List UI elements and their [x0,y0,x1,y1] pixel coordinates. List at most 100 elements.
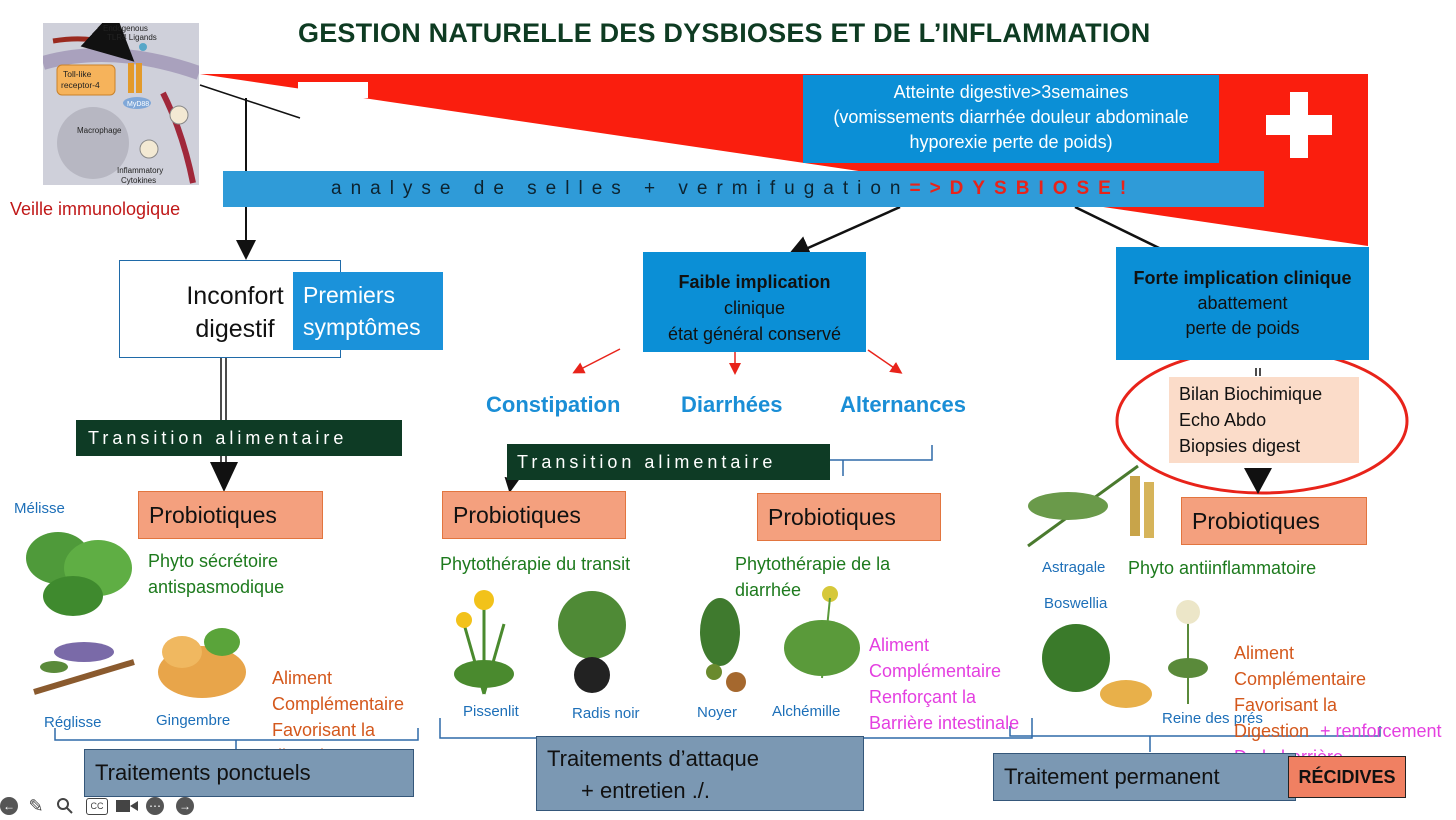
reglisse-icon [33,642,135,695]
aliment-col3-line-2: Complémentaire [1234,669,1367,689]
astragale-icon [1027,464,1154,548]
pen-icon[interactable]: ✎ [28,796,44,816]
camera-icon[interactable] [116,799,138,813]
bilan-box: Bilan Biochimique Echo Abdo Biopsies dig… [1169,377,1359,463]
probiotiques-1: Probiotiques [138,491,323,539]
veille-label: Veille immunologique [10,199,181,219]
phyto-diarrhee-line-2: diarrhée [735,580,802,600]
bilan-line-2: Echo Abdo [1179,410,1267,430]
immune-figure: Endogenous TLR4 Ligands Toll-like recept… [43,23,199,185]
cc-icon[interactable]: CC [86,798,108,815]
more-icon[interactable]: ⋯ [146,797,164,815]
page-title: GESTION NATURELLE DES DYSBIOSES ET DE L’… [298,18,1151,48]
bilan-line-1: Bilan Biochimique [1179,384,1323,404]
probiotiques-3: Probiotiques [757,493,941,541]
phyto-transit: Phytothérapie du transit [440,554,631,574]
probiotiques-4: Probiotiques [1181,497,1367,545]
melisse-label: Mélisse [14,500,65,517]
brace-col3 [1009,726,1381,752]
boswellia-label: Boswellia [1044,595,1108,612]
arrowhead-probio1 [210,462,238,492]
ligands-label-2: TLR4 Ligands [107,33,157,42]
traitements-attaque: Traitements d’attaque + entretien ./. [536,736,864,811]
tlr4-illustration: Endogenous TLR4 Ligands Toll-like recept… [43,23,199,185]
alchemille-icon [784,586,860,679]
cytokines-label-2: Cytokines [121,176,156,185]
forte-title: Forte implication clinique [1133,268,1352,288]
renforcement-text: + renforcement [1320,721,1442,741]
reine-des-pres-label: Reine des prés [1162,710,1263,727]
phyto-secretoire: Phyto sécrétoire antispasmodique [148,548,284,600]
boswellia-icon [1042,624,1152,708]
receptor-label: Toll-like [63,69,92,79]
noyer-label: Noyer [697,704,738,721]
noyer-icon [700,598,746,692]
radis-noir-label: Radis noir [572,705,640,722]
search-icon[interactable] [56,797,74,815]
aliment-col2-line-3: Renforçant la [869,687,977,707]
receptor-label-2: receptor-4 [61,80,100,90]
forte-line-2: perte de poids [1185,318,1300,338]
bilan-line-3: Biopsies digest [1179,436,1301,456]
premiers-line-2: symptômes [303,314,421,340]
back-icon[interactable]: ← [0,797,18,815]
aliment-col3-line-1: Aliment [1234,643,1295,663]
aliment-col1-line-1: Aliment [272,668,333,688]
aliment-col2-line-4: Barrière intestinale [869,713,1020,733]
transition-alimentaire-1: Transition alimentaire [76,420,402,456]
analyse-text: analyse de selles + vermifugation [331,178,910,199]
constipation-label: Constipation [486,392,621,417]
line-from-figure [199,84,301,119]
aliment-col3-line-3: Favorisant la [1234,695,1338,715]
pissenlit-label: Pissenlit [463,703,519,720]
alchemille-label: Alchémille [772,703,841,720]
cytokines-label: Inflammatory [117,166,163,175]
arrow-constipation [572,348,621,374]
inconfort-text: Inconfort digestif [175,280,295,346]
traitements-attaque-line-1: Traitements d’attaque [547,746,759,771]
phyto-diarrhee-line-1: Phytothérapie de la [735,554,891,574]
reglisse-label: Réglisse [44,714,102,731]
atteinte-box: Atteinte digestive>3semaines (vomissemen… [803,75,1219,163]
faible-line-1: clinique [723,298,786,318]
plus-sign-horizontal [1266,115,1332,135]
faible-line-2: état général conservé [667,324,842,344]
traitements-attaque-line-2: + entretien ./. [581,778,711,803]
transition-alimentaire-2: Transition alimentaire [507,444,830,480]
aliment-col2-line-1: Aliment [869,635,930,655]
aliment-col1-line-2: Complémentaire [272,694,405,714]
probiotiques-2: Probiotiques [442,491,626,539]
phyto-antiinflammatoire: Phyto antiinflammatoire [1128,558,1317,578]
aliment-col3-line-4: Digestion [1234,721,1310,741]
aliment-col2: Aliment Complémentaire Renforçant la Bar… [869,632,1019,736]
forte-implication-box: Forte implication clinique abattement pe… [1116,247,1369,360]
atteinte-line-3: hyporexie perte de poids) [909,132,1113,152]
phyto-diarrhee: Phytothérapie de la diarrhée [735,551,890,603]
traitement-permanent: Traitement permanent [993,753,1296,801]
brace-col1 [54,728,419,750]
aliment-col3: Aliment Complémentaire Favorisant la Dig… [1234,640,1366,744]
minus-sign [298,82,368,98]
premiers-line-1: Premiers [303,282,396,308]
gingembre-label: Gingembre [156,712,231,729]
dysbiose-text: =>DYSBIOSE! [909,178,1136,199]
atteinte-line-2: (vomissements diarrhée douleur abdominal… [833,107,1189,127]
traitements-ponctuels: Traitements ponctuels [84,749,414,797]
forte-line-1: abattement [1197,293,1288,313]
inconfort-line-2: digestif [195,315,275,343]
faible-implication-box: Faible implication clinique état général… [643,252,866,352]
radis-noir-icon [558,591,626,693]
arrow-alternances [867,349,903,374]
arrow-to-faible [785,205,901,260]
gingembre-icon [158,628,246,698]
faible-title: Faible implication [678,272,831,292]
diarrhees-label: Diarrhées [681,392,783,417]
analyse-bar: analyse de selles + vermifugation=>DYSBI… [223,171,1264,207]
macrophage-label: Macrophage [77,126,122,135]
inconfort-line-1: Inconfort [186,282,284,310]
aliment-col1-line-3: Favorisant la [272,720,376,740]
recidives-badge: RÉCIDIVES [1288,756,1406,798]
alternances-label: Alternances [840,392,966,417]
premiers-symptomes-box: Premiers symptômes [293,272,443,350]
forward-icon[interactable]: → [176,797,194,815]
